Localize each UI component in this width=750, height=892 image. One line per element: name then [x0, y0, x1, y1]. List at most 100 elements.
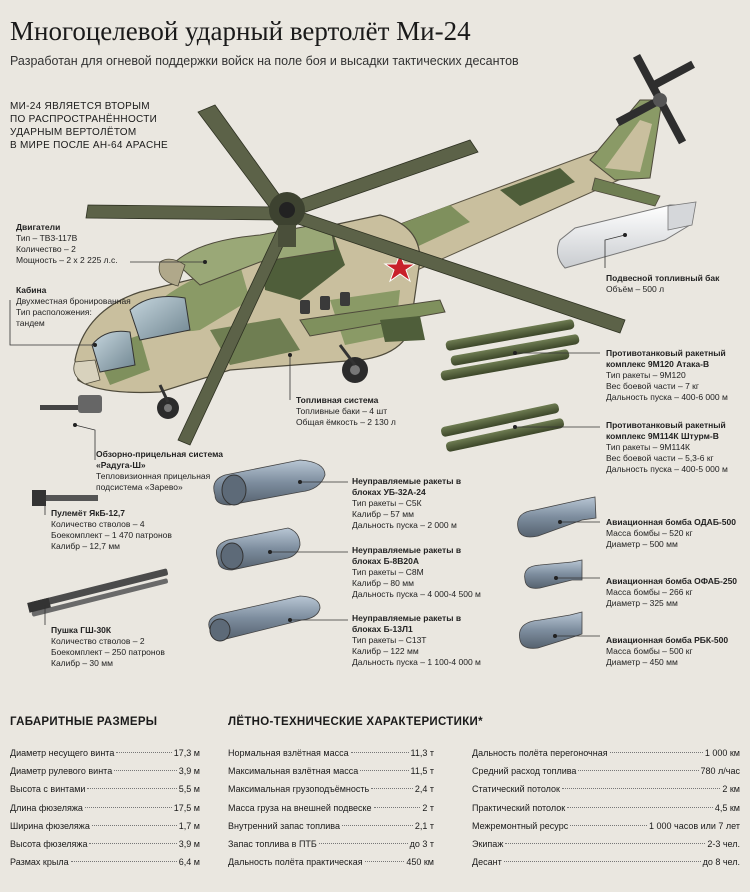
callout-fuel-tank: Подвесной топливный бак Объём – 500 л [606, 273, 746, 295]
shturm-missiles-illustration [441, 403, 564, 452]
callout-title: Топливная система [296, 395, 379, 405]
callout-line: Количество – 2 [16, 244, 76, 254]
callout-line: Диаметр – 450 мм [606, 657, 678, 667]
callout-line: Тепловизионная прицельная [96, 471, 211, 481]
callout-line: Вес боевой части – 5,3-6 кг [606, 453, 714, 463]
callout-ofab: Авиационная бомба ОФАБ-250 Масса бомбы –… [606, 576, 746, 609]
callout-title: Обзорно-прицельная система «Радуга-Ш» [96, 449, 223, 470]
callout-title: Неуправляемые ракеты в блоках Б-13Л1 [352, 613, 462, 634]
callout-title: Неуправляемые ракеты в блоках УБ-32А-24 [352, 476, 462, 497]
callout-line: Диаметр – 325 мм [606, 598, 678, 608]
callout-line: Тип ракеты – С8М [352, 567, 424, 577]
callout-line: Количество стволов – 2 [51, 636, 145, 646]
callout-title: Двигатели [16, 222, 61, 232]
callout-line: Калибр – 122 мм [352, 646, 419, 656]
callout-line: Общая ёмкость – 2 130 л [296, 417, 396, 427]
callout-line: Масса бомбы – 266 кг [606, 587, 693, 597]
callout-line: Тип ракеты – С5К [352, 498, 422, 508]
callout-line: Калибр – 12,7 мм [51, 541, 121, 551]
callout-line: Тип ракеты – 9М114К [606, 442, 691, 452]
dimensions-title: Габаритные размеры [10, 716, 158, 728]
callout-line: Тип ракеты – С13Т [352, 635, 427, 645]
callout-sight: Обзорно-прицельная система «Радуга-Ш» Те… [96, 449, 236, 493]
callout-line: Тип расположения: [16, 307, 92, 317]
ub32-pod-illustration [213, 459, 326, 506]
callout-machine-gun: Пулемёт ЯкБ-12,7 Количество стволов – 4 … [51, 508, 201, 552]
callout-title: Пулемёт ЯкБ-12,7 [51, 508, 126, 518]
intro-line: ударным вертолётом [10, 127, 137, 138]
red-star-icon [383, 252, 417, 283]
tail-rotor [615, 53, 695, 145]
callout-cannon: Пушка ГШ-30К Количество стволов – 2 Боек… [51, 625, 201, 669]
page-subtitle: Разработан для огневой поддержки войск н… [10, 54, 519, 68]
callout-shturm: Противотанковый ракетный комплекс 9М114К… [606, 420, 746, 475]
intro-line: по распространённости [10, 114, 158, 125]
callout-line: Количество стволов – 4 [51, 519, 145, 529]
callout-line: Диаметр – 500 мм [606, 539, 678, 549]
callout-line: Дальность пуска – 400-5 000 м [606, 464, 728, 474]
callout-line: Масса бомбы – 500 кг [606, 646, 693, 656]
callout-line: Калибр – 57 мм [352, 509, 414, 519]
callout-title: Авиационная бомба ОФАБ-250 [606, 576, 738, 586]
callout-ub32: Неуправляемые ракеты в блоках УБ-32А-24 … [352, 476, 482, 531]
callout-title: Кабина [16, 285, 47, 295]
ataka-missiles-illustration [440, 319, 580, 381]
callout-line: тандем [16, 318, 45, 328]
main-rotor [85, 104, 626, 446]
callout-line: Двухместная бронированная [16, 296, 131, 306]
callout-odab: Авиационная бомба ОДАБ-500 Масса бомбы –… [606, 517, 746, 550]
callout-engines: Двигатели Тип – ТВ3-117В Количество – 2 … [16, 222, 176, 266]
intro-note: Ми-24 является вторым по распространённо… [10, 100, 185, 152]
page-title: Многоцелевой ударный вертолёт Ми-24 [10, 16, 471, 46]
callout-line: Боекомплект – 1 470 патронов [51, 530, 172, 540]
callout-line: Дальность пуска – 1 100-4 000 м [352, 657, 481, 667]
callout-line: Калибр – 80 мм [352, 578, 414, 588]
callout-cabin: Кабина Двухместная бронированная Тип рас… [16, 285, 166, 329]
callout-rbk: Авиационная бомба РБК-500 Масса бомбы – … [606, 635, 746, 668]
callout-title: Противотанковый ракетный комплекс 9М120 … [606, 348, 726, 369]
callout-fuel-system: Топливная система Топливные баки – 4 шт … [296, 395, 446, 428]
machine-gun-illustration [32, 490, 98, 506]
callout-line: Вес боевой части – 7 кг [606, 381, 699, 391]
callout-line: подсистема «Зарево» [96, 482, 183, 492]
callout-line: Боекомплект – 250 патронов [51, 647, 165, 657]
odab-bomb-illustration [517, 496, 597, 538]
callout-b13: Неуправляемые ракеты в блоках Б-13Л1 Тип… [352, 613, 492, 668]
callout-title: Неуправляемые ракеты в блоках Б-8В20А [352, 545, 462, 566]
callout-ataka: Противотанковый ракетный комплекс 9М120 … [606, 348, 746, 403]
rbk-bomb-illustration [519, 611, 583, 649]
callout-line: Дальность пуска – 2 000 м [352, 520, 457, 530]
performance-title: Лётно-технические характеристики* [228, 716, 483, 728]
callout-line: Дальность пуска – 400-6 000 м [606, 392, 728, 402]
callout-title: Пушка ГШ-30К [51, 625, 112, 635]
intro-line: в мире после АН-64 Apache [10, 140, 168, 151]
callout-title: Авиационная бомба ОДАБ-500 [606, 517, 736, 527]
callout-line: Мощность – 2 х 2 225 л.с. [16, 255, 118, 265]
b8-pod-illustration [215, 527, 301, 571]
b13-pod-illustration [208, 595, 321, 642]
callout-title: Противотанковый ракетный комплекс 9М114К… [606, 420, 726, 441]
callout-line: Дальность пуска – 4 000-4 500 м [352, 589, 481, 599]
callout-b8: Неуправляемые ракеты в блоках Б-8В20А Ти… [352, 545, 492, 600]
